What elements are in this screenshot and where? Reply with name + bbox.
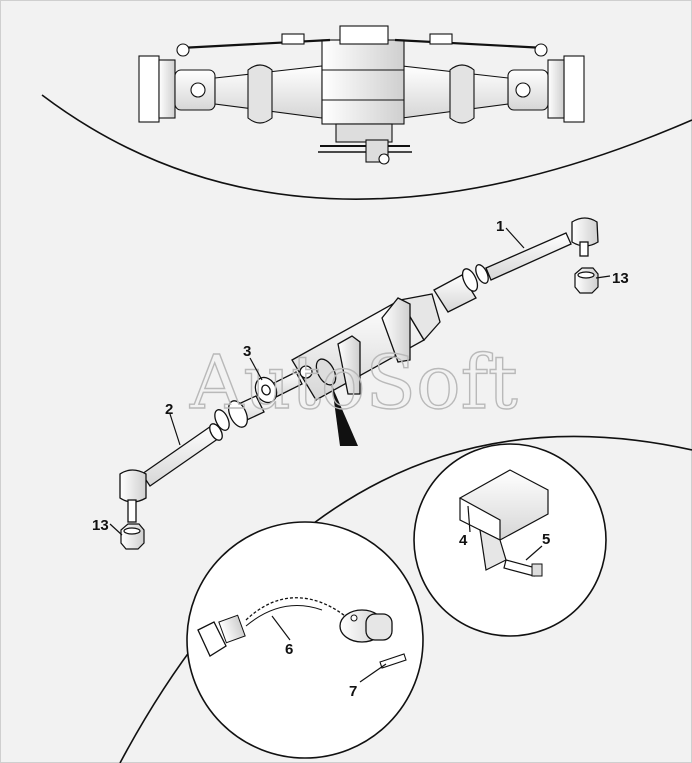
callout-2: 2: [165, 401, 173, 418]
clamp-bracket: [458, 469, 549, 542]
left-wheel-flange: [138, 55, 160, 123]
callout-4: 4: [459, 532, 468, 549]
callout-13-right: 13: [612, 270, 629, 287]
callout-1: 1: [496, 218, 504, 235]
steering-cylinder: [119, 217, 599, 523]
detail-sensor-view: [186, 521, 424, 759]
callout-13-left: 13: [92, 517, 109, 534]
detail-bracket-view: [413, 443, 607, 637]
detail-pointer: [332, 386, 358, 446]
screw: [379, 653, 407, 669]
detail-arc: [119, 435, 692, 763]
callout-6: 6: [285, 641, 293, 658]
axle-assembly: [138, 25, 585, 165]
top-view-boundary: [41, 94, 692, 200]
callout-5: 5: [542, 531, 550, 548]
mount-bracket-left: [337, 335, 361, 395]
mount-bracket-right: [381, 297, 411, 363]
connector: [197, 621, 227, 657]
tie-rod-right: [485, 232, 572, 281]
ball-joint-left: [119, 469, 147, 503]
ball-joint-right: [571, 217, 599, 247]
watermark: AutoSoft: [189, 340, 518, 426]
callout-7: 7: [349, 683, 357, 700]
callout-3: 3: [243, 343, 251, 360]
ball-joint-left-stud: [127, 499, 137, 523]
right-wheel-flange: [563, 55, 585, 123]
sensor-wire: [245, 597, 351, 621]
ball-joint-right-stud: [579, 241, 589, 257]
